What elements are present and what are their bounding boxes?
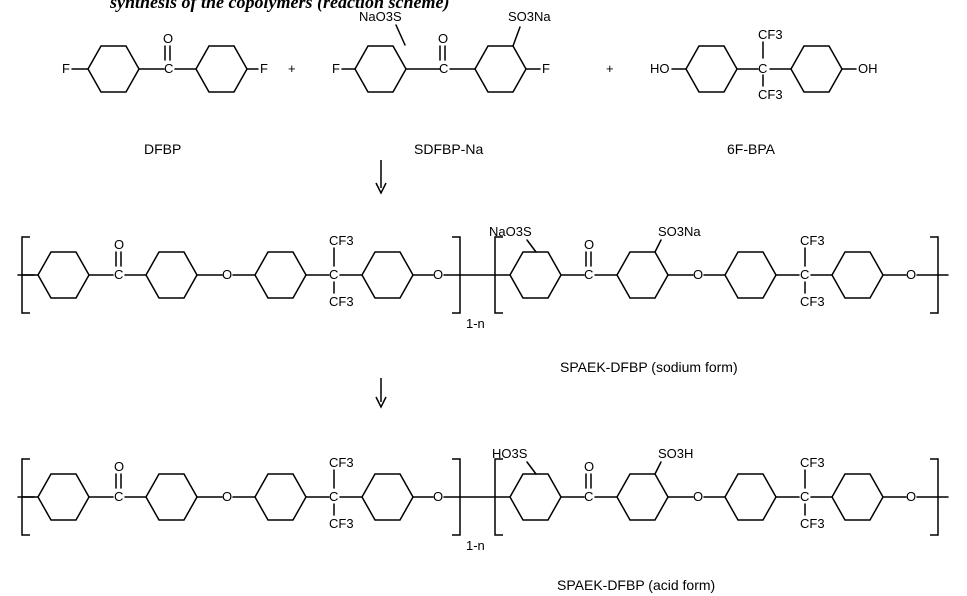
atom-o: O [222,489,232,504]
atom-o: O [906,267,916,282]
atom-nao3s: NaO3S [359,9,402,24]
atom-o: O [163,31,173,46]
repeat-subscript: 1-n [466,316,485,331]
monomer-6f-bpa: HO C CF3 CF3 OH [650,27,878,102]
atom-f: F [260,61,268,76]
atom-o: O [114,459,124,474]
atom-oh: OH [858,61,878,76]
reaction-arrow [375,160,387,195]
atom-cf3: CF3 [329,516,354,531]
benzene-ring [831,251,884,299]
label-acid-form: SPAEK-DFBP (acid form) [557,577,715,593]
atom-c: C [114,267,123,282]
benzene-ring [354,45,407,93]
atom-c: C [800,489,809,504]
atom-f: F [542,61,550,76]
atom-f: F [62,61,70,76]
atom-o: O [438,31,448,46]
label-dfbp: DFBP [144,141,181,157]
atom-ho: HO [650,61,670,76]
atom-cf3: CF3 [758,87,783,102]
benzene-ring [509,251,562,299]
bond [395,24,406,46]
left-bracket [494,458,503,536]
benzene-ring [254,473,307,521]
benzene-ring [195,45,248,93]
bond [512,26,521,47]
benzene-ring [685,45,738,93]
benzene-ring [474,45,527,93]
benzene-ring [37,251,90,299]
atom-o: O [433,489,443,504]
atom-cf3: CF3 [329,455,354,470]
atom-c: C [114,489,123,504]
atom-o: O [114,237,124,252]
bond [526,461,537,475]
monomer-dfbp: F C O F [62,31,268,93]
atom-c: C [329,489,338,504]
atom-o: O [693,489,703,504]
atom-so3na: SO3Na [658,224,701,239]
benzene-ring [37,473,90,521]
header-fragment: synthesis of the copolymers (reaction sc… [109,0,449,13]
atom-c: C [584,489,593,504]
atom-cf3: CF3 [758,27,783,42]
benzene-ring [87,45,140,93]
benzene-ring [254,251,307,299]
bond [526,239,537,253]
atom-f: F [332,61,340,76]
bond [654,461,662,475]
benzene-ring [616,473,669,521]
benzene-ring [361,251,414,299]
polymer-acid-form: C O O C CF3 CF3 O 1-n HO3S C O SO3H [17,446,949,553]
atom-c: C [800,267,809,282]
benzene-ring [509,473,562,521]
benzene-ring [145,251,198,299]
atom-c: C [439,61,448,76]
atom-o: O [906,489,916,504]
atom-c: C [584,267,593,282]
atom-o: O [584,459,594,474]
atom-cf3: CF3 [800,233,825,248]
label-sodium-form: SPAEK-DFBP (sodium form) [560,359,738,375]
atom-o: O [433,267,443,282]
atom-c: C [758,61,767,76]
benzene-ring [616,251,669,299]
atom-so3na: SO3Na [508,9,551,24]
atom-so3h: SO3H [658,446,693,461]
label-6f-bpa: 6F-BPA [727,141,776,157]
polymer-sodium-form: C O O C CF3 CF3 O 1-n NaO3S C O SO3 [17,224,949,331]
left-bracket [494,236,503,314]
atom-cf3: CF3 [800,516,825,531]
monomer-sdfbp-na: NaO3S F C O SO3Na F [332,9,551,93]
atom-nao3s: NaO3S [489,224,532,239]
plus-sign: + [288,61,296,76]
atom-cf3: CF3 [800,294,825,309]
plus-sign: + [606,61,614,76]
atom-cf3: CF3 [329,233,354,248]
atom-c: C [164,61,173,76]
atom-cf3: CF3 [329,294,354,309]
atom-o: O [584,237,594,252]
benzene-ring [831,473,884,521]
atom-cf3: CF3 [800,455,825,470]
benzene-ring [145,473,198,521]
label-sdfbp-na: SDFBP-Na [414,141,483,157]
benzene-ring [790,45,843,93]
bond [654,239,662,253]
reaction-arrow [375,378,387,409]
atom-c: C [329,267,338,282]
atom-o: O [693,267,703,282]
benzene-ring [361,473,414,521]
atom-o: O [222,267,232,282]
benzene-ring [724,473,777,521]
atom-ho3s: HO3S [492,446,528,461]
repeat-subscript: 1-n [466,538,485,553]
benzene-ring [724,251,777,299]
